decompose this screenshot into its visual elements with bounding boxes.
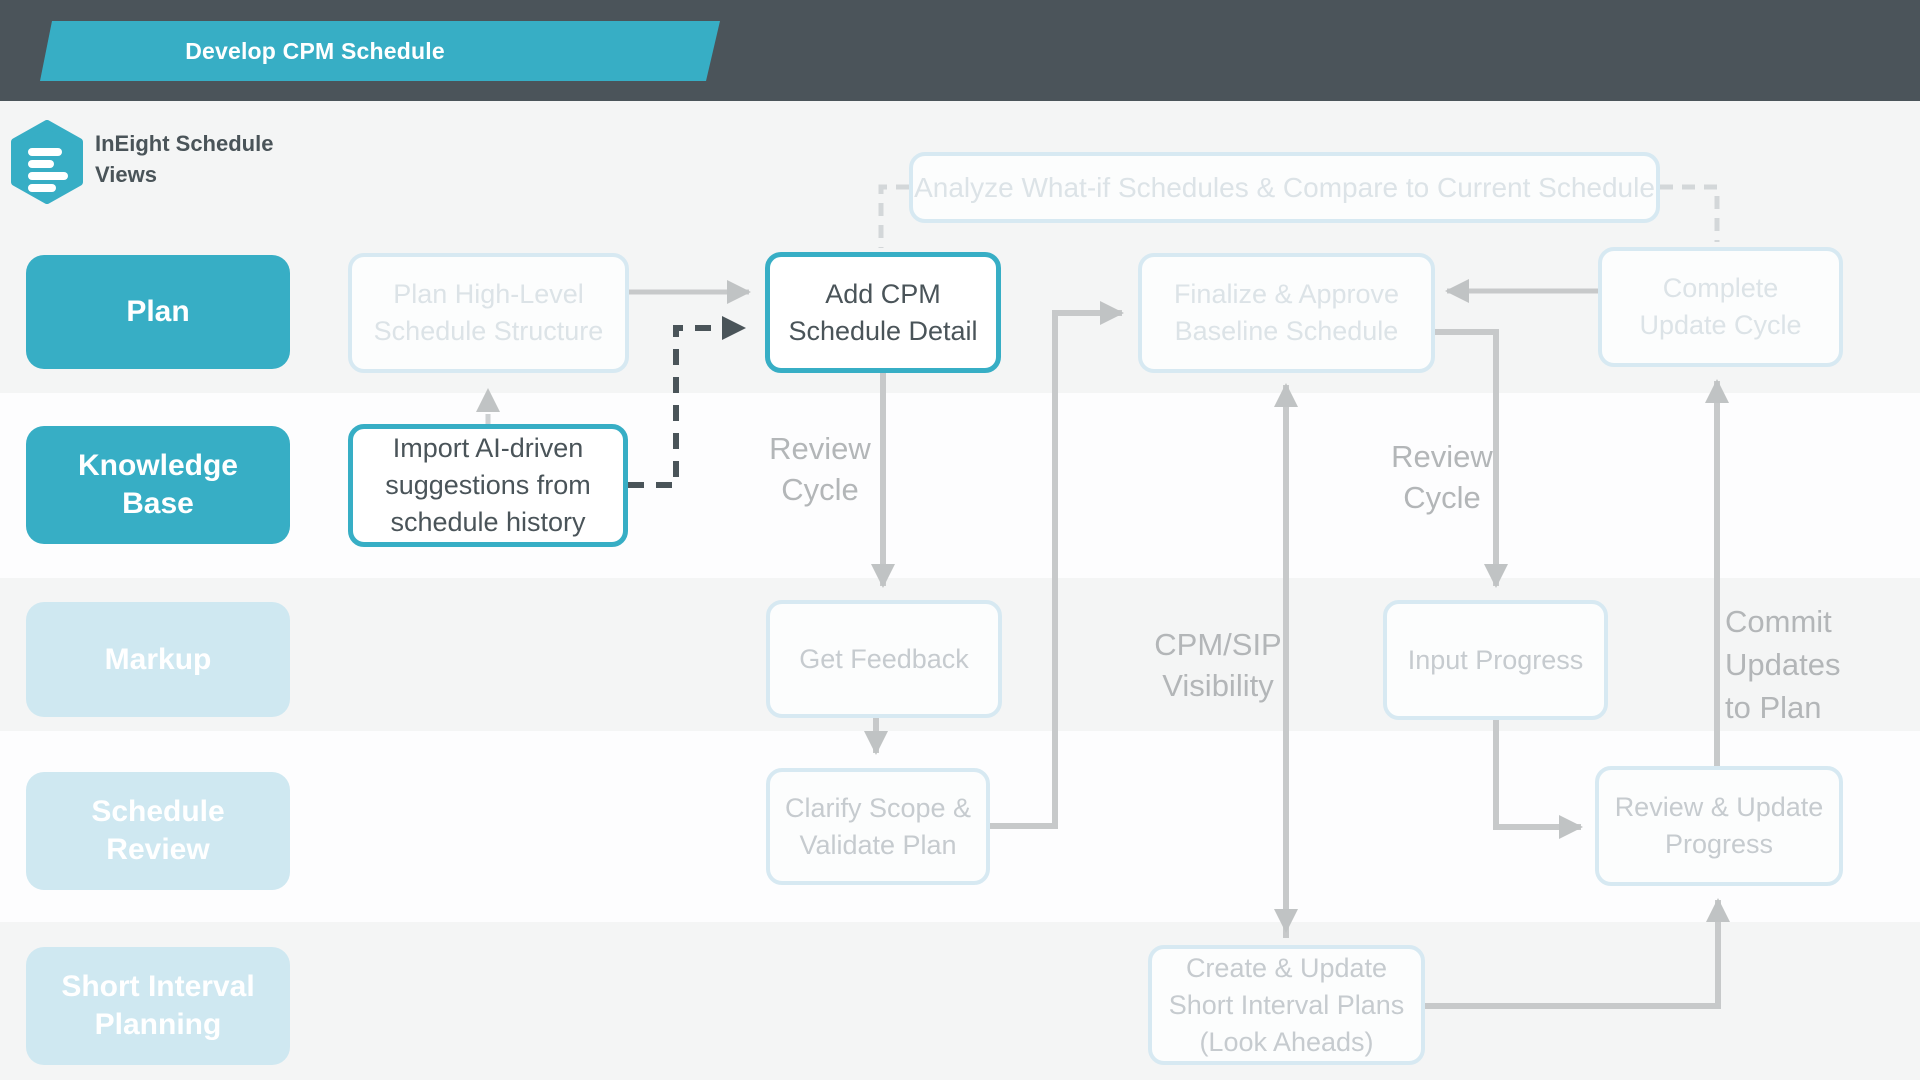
header-bar: Develop CPM Schedule: [0, 0, 1920, 101]
lane-button-plan[interactable]: Plan: [26, 255, 290, 369]
annotation-cpm-sip-visibility: CPM/SIP Visibility: [1154, 627, 1282, 703]
annotation-review-cycle-left: Review Cycle: [769, 431, 871, 507]
ineight-logo-icon: [11, 120, 83, 204]
node-import-ai-suggestions[interactable]: Import AI-driven suggestions from schedu…: [348, 424, 628, 547]
lane-band-knowledge-base: [0, 393, 1920, 578]
node-label: Clarify Scope & Validate Plan: [784, 792, 972, 860]
node-label: Finalize & Approve Baseline Schedule: [1173, 279, 1400, 346]
lane-button-short-interval-planning[interactable]: Short Interval Planning: [26, 947, 290, 1065]
node-label: Analyze What-if Schedules & Compare to C…: [914, 172, 1655, 203]
node-label: Create & Update Short Interval Plans (Lo…: [1168, 952, 1405, 1057]
node-complete-update-cycle[interactable]: Complete Update Cycle: [1598, 247, 1843, 367]
node-label: Review & Update Progress: [1614, 792, 1824, 859]
app-title: InEight Schedule Views: [95, 131, 274, 187]
node-clarify-scope-validate-plan[interactable]: Clarify Scope & Validate Plan: [766, 768, 990, 885]
node-label: Complete Update Cycle: [1639, 273, 1802, 340]
node-create-update-short-interval-plans[interactable]: Create & Update Short Interval Plans (Lo…: [1148, 945, 1425, 1065]
node-plan-high-level[interactable]: Plan High-Level Schedule Structure: [348, 253, 629, 373]
node-label: Import AI-driven suggestions from schedu…: [385, 433, 591, 537]
node-add-cpm-schedule-detail[interactable]: Add CPM Schedule Detail: [765, 252, 1001, 373]
node-label: Get Feedback: [799, 643, 969, 674]
annotation-commit-updates-to-plan: Commit Updates to Plan: [1725, 604, 1841, 725]
annotation-review-cycle-right: Review Cycle: [1391, 439, 1493, 515]
lane-label-schedule-review: Schedule Review: [91, 795, 225, 866]
node-input-progress[interactable]: Input Progress: [1383, 600, 1608, 720]
node-review-update-progress[interactable]: Review & Update Progress: [1595, 766, 1843, 886]
node-label: Add CPM Schedule Detail: [788, 278, 978, 346]
lane-label-plan: Plan: [126, 295, 190, 328]
lane-label-markup: Markup: [104, 642, 212, 676]
lane-button-markup[interactable]: Markup: [26, 602, 290, 717]
lane-label-short-interval-planning: Short Interval Planning: [61, 970, 255, 1041]
lane-label-knowledge-base: Knowledge Base: [77, 449, 238, 520]
node-finalize-approve-baseline[interactable]: Finalize & Approve Baseline Schedule: [1138, 253, 1435, 373]
page-title: Develop CPM Schedule: [185, 37, 445, 64]
node-get-feedback[interactable]: Get Feedback: [766, 600, 1002, 718]
node-analyze-what-if[interactable]: Analyze What-if Schedules & Compare to C…: [909, 152, 1660, 223]
node-label: Input Progress: [1407, 644, 1584, 675]
lane-button-schedule-review[interactable]: Schedule Review: [26, 772, 290, 890]
node-label: Plan High-Level Schedule Structure: [373, 279, 604, 346]
process-banner: Develop CPM Schedule: [40, 21, 720, 81]
lane-button-knowledge-base[interactable]: Knowledge Base: [26, 426, 290, 544]
